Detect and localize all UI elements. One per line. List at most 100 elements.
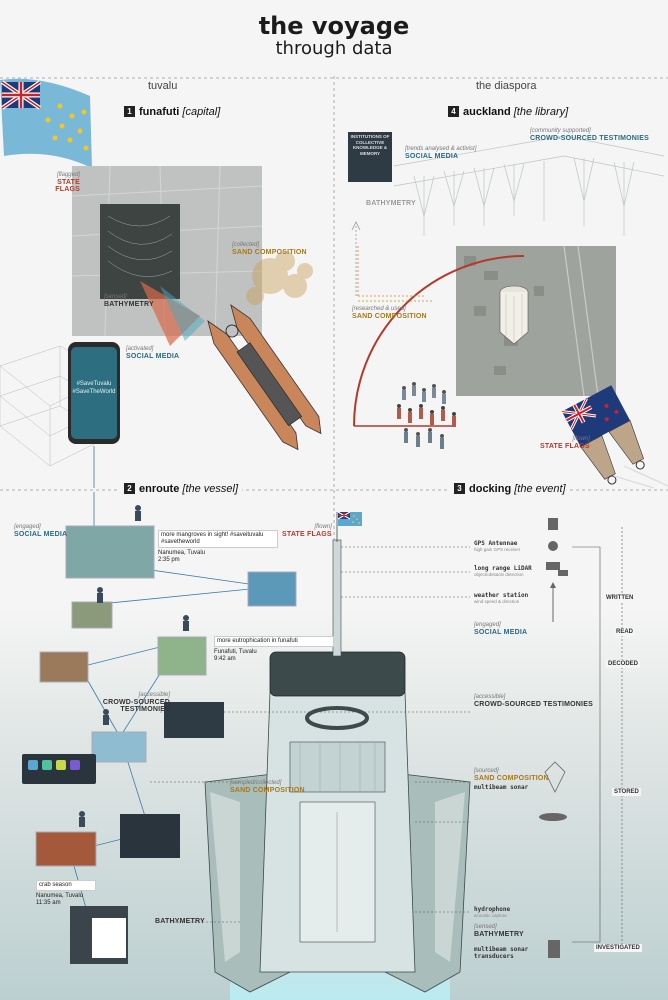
post-1: more mangroves in sight! #saveituvalu #s… <box>158 530 278 564</box>
mast-tuvalu-flag-icon <box>337 511 362 526</box>
flow-read: READ <box>614 628 636 636</box>
section-name: auckland <box>463 106 511 118</box>
tag-name: SOCIAL MEDIA <box>474 629 528 636</box>
q4-sand-tag: [researched & used] SAND COMPOSITION <box>352 306 427 320</box>
tag-name: SAND COMPOSITION <box>232 249 307 256</box>
tag-status: [activated] <box>126 346 154 352</box>
section-number: 1 <box>124 106 135 117</box>
sensor-name: hydrophone <box>474 906 511 913</box>
sensor-lidar: long range LiDAR object/obstacle detecti… <box>474 565 532 577</box>
sensor-name: long range LiDAR <box>474 565 532 572</box>
sensor-desc: high gain GPS receiver <box>474 547 521 552</box>
wake-lines <box>613 465 668 488</box>
tag-name: CROWD-SOURCED TESTIMONIES <box>102 699 170 713</box>
tag-status: [sensed] <box>474 924 497 930</box>
tag-name: STATE FLAGS <box>55 179 80 193</box>
flow-decoded: DECODED <box>606 660 641 668</box>
tag-name: BATHYMETRY <box>474 931 524 938</box>
tag-name: STATE FLAGS <box>282 531 332 538</box>
flow-written: WRITTEN <box>604 594 636 602</box>
tag-name: BATHYMETRY <box>155 918 205 925</box>
section-3-title: 3 docking [the event] <box>450 483 570 495</box>
q2-bathymetry-tag: BATHYMETRY <box>155 918 205 925</box>
tag-name: BATHYMETRY <box>104 301 154 308</box>
tag-status: [trends analysed & activist] <box>405 146 477 152</box>
post-2: more eutrophication in funafuti Funafuti… <box>214 636 334 663</box>
tag-status: [sampled/collected] <box>230 780 282 786</box>
post-3: crab season Nanumea, Tuvalu 11:35 am <box>36 880 96 907</box>
sensor-gps: GPS Antennae high gain GPS receiver <box>474 540 520 552</box>
section-number: 3 <box>454 483 465 494</box>
section-name: enroute <box>139 483 180 495</box>
q4-crowd-tag: [community supported] CROWD-SOURCED TEST… <box>530 128 649 142</box>
sensor-name: multibeam sonar <box>474 784 529 791</box>
column-header-diaspora: the diaspora <box>476 80 537 92</box>
post-place: Funafuti, Tuvalu <box>214 649 257 655</box>
post-place: Nanumea, Tuvalu <box>158 550 206 556</box>
post-caption: crab season <box>36 880 96 891</box>
catamaran-icon <box>207 303 322 451</box>
tag-status: [researched & used] <box>352 306 406 312</box>
library-canopy <box>393 135 665 236</box>
tag-status: [collected] <box>232 242 260 248</box>
page-title: the voyage <box>258 12 410 40</box>
tag-name: CROWD-SOURCED TESTIMONIES <box>530 135 649 142</box>
section-number: 2 <box>124 483 135 494</box>
page-subtitle: through data <box>275 38 393 59</box>
tag-name: BATHYMETRY <box>366 200 416 207</box>
section-name: docking <box>469 483 512 495</box>
hashtag-save-tuvalu: #SaveTuvalu <box>76 381 112 387</box>
vessel-illustration <box>0 492 668 1000</box>
sensor-hydrophone: hydrophone acoustic capture <box>474 906 510 918</box>
post-time: 2:35 pm <box>158 557 180 563</box>
q1-sand-tag: [collected] SAND COMPOSITION <box>232 242 307 256</box>
section-subtitle: [the library] <box>513 106 569 118</box>
q3-social-tag: [engaged] SOCIAL MEDIA <box>474 622 527 636</box>
catamaran-nz-icon <box>561 385 645 485</box>
section-subtitle: [the vessel] <box>182 483 239 495</box>
tag-status: [engaged] <box>14 524 41 530</box>
tag-status: [engaged] <box>474 622 501 628</box>
tag-name: SOCIAL MEDIA <box>405 153 459 160</box>
tag-status: [flown] <box>572 436 590 442</box>
q1-social-tag: [activated] SOCIAL MEDIA <box>126 346 179 360</box>
funafuti-illustration <box>0 78 322 488</box>
auckland-aerial-map <box>456 246 616 396</box>
q1-bathymetry-tag: [sensed] BATHYMETRY <box>104 294 154 308</box>
sensor-multibeam: multibeam sonar <box>474 784 528 791</box>
tag-name: STATE FLAGS <box>540 443 590 450</box>
tag-status: [sourced] <box>474 768 499 774</box>
sensor-devices <box>539 518 568 958</box>
q3-bathymetry-tag: [sensed] BATHYMETRY <box>474 924 524 938</box>
post-time: 11:35 am <box>36 900 61 906</box>
tag-name: SAND COMPOSITION <box>352 313 427 320</box>
tag-status: [accessible] <box>474 694 506 700</box>
app-icons <box>28 760 80 770</box>
sensor-weather: weather station wind speed & direction <box>474 592 528 604</box>
title-block: the voyage through data <box>0 14 668 60</box>
tag-status: [flagged] <box>56 172 80 178</box>
sensor-transducers: multibeam sonar transducers <box>474 946 544 960</box>
data-flow-lines <box>572 527 623 952</box>
sand-cloud <box>246 251 313 305</box>
phone-screen: #SaveTuvalu #SaveTheWorld <box>70 380 118 396</box>
tag-name: SAND COMPOSITION <box>230 787 305 794</box>
post-place: Nanumea, Tuvalu <box>36 893 84 899</box>
section-subtitle: [the event] <box>514 483 566 495</box>
q1-state-flags-tag: [flagged] STATE FLAGS <box>32 172 80 193</box>
leader-lines <box>150 546 470 923</box>
tag-name: SAND COMPOSITION <box>474 775 549 782</box>
people-icons <box>79 505 189 827</box>
social-photos <box>22 525 297 964</box>
section-number: 4 <box>448 106 459 117</box>
sand-silo-icon <box>499 285 529 345</box>
mast <box>332 539 342 657</box>
section-subtitle: [capital] <box>182 106 221 118</box>
institutions-box <box>348 132 392 182</box>
flow-stored: STORED <box>612 788 641 796</box>
q2-crowd-tag: [accessible] CROWD-SOURCED TESTIMONIES <box>100 692 170 713</box>
section-2-title: 2 enroute [the vessel] <box>120 483 243 495</box>
tuvalu-flag-icon <box>0 78 92 168</box>
sensor-desc: wind speed & direction <box>474 599 520 604</box>
